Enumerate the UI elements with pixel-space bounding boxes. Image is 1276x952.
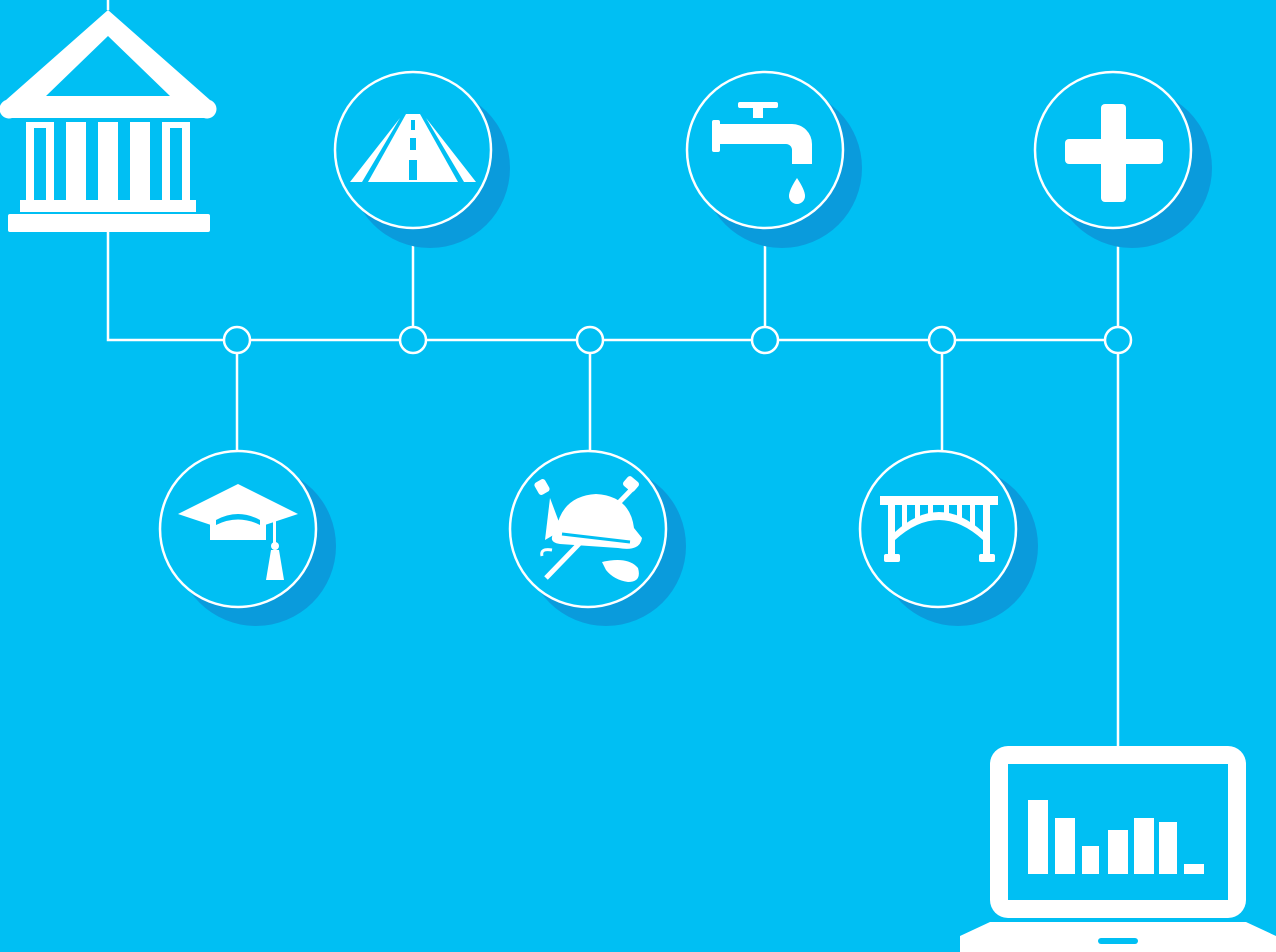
root-connector xyxy=(106,230,1106,342)
node-bridge xyxy=(858,449,1038,626)
hard-hat-tools-icon xyxy=(534,476,642,582)
bridge-icon xyxy=(880,496,998,562)
junction-node xyxy=(927,325,957,355)
junction-node xyxy=(398,325,428,355)
water-tap-icon xyxy=(712,102,812,204)
node-water-tap xyxy=(685,70,862,248)
node-road xyxy=(333,70,510,248)
node-circle xyxy=(685,70,845,230)
node-health xyxy=(1033,70,1212,248)
road-icon xyxy=(350,114,476,182)
junction-node xyxy=(750,325,780,355)
junctions xyxy=(222,325,1133,355)
connector-lines xyxy=(106,0,1120,748)
node-hardhat xyxy=(508,449,686,626)
government-building-icon xyxy=(0,10,217,232)
laptop-trackpad-slot xyxy=(1098,938,1138,944)
laptop-bar-chart xyxy=(1028,800,1204,874)
health-cross-icon xyxy=(1065,104,1163,202)
junction-node xyxy=(222,325,252,355)
laptop-base xyxy=(960,922,1276,952)
node-graduation xyxy=(158,449,336,626)
junction-node xyxy=(575,325,605,355)
node-circle xyxy=(858,449,1018,609)
graduation-cap-icon xyxy=(178,484,298,580)
junction-node xyxy=(1103,325,1133,355)
laptop-bar-chart-icon xyxy=(960,746,1276,952)
